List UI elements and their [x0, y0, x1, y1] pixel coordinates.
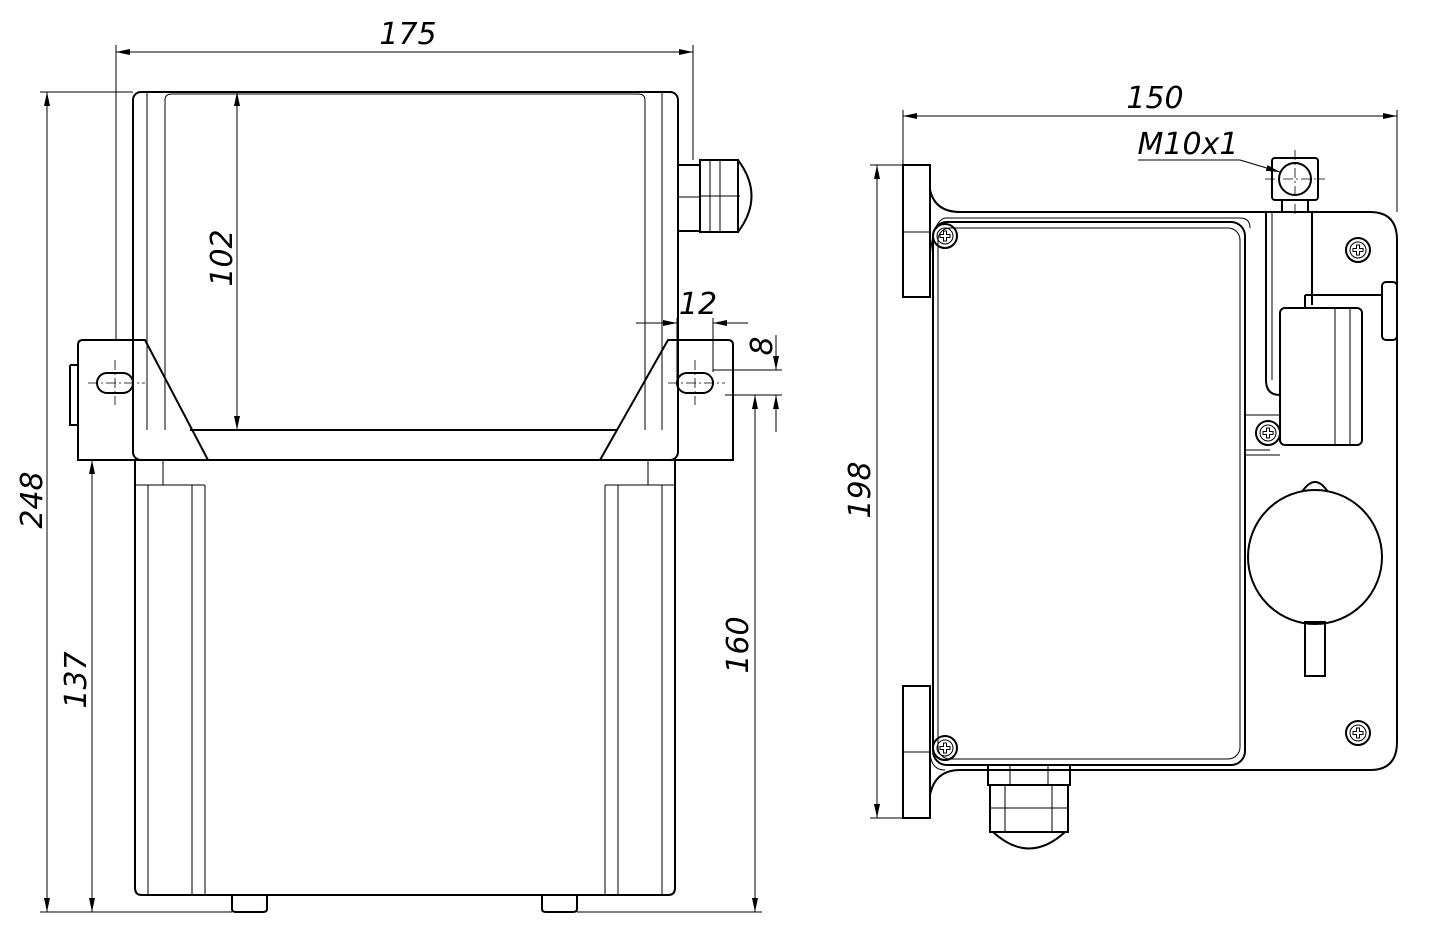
round-cap	[1247, 481, 1383, 677]
mounting-bracket	[69, 339, 734, 461]
connector-m10	[1262, 150, 1328, 215]
side-dimensions: 150 198 M10x1	[843, 81, 1398, 819]
thread-callout: M10x1	[1138, 127, 1239, 162]
dim-137: 137	[59, 651, 94, 708]
flange-top	[902, 164, 931, 298]
front-view: 175 248 137 102 160 12 8	[15, 17, 782, 913]
screw-icon	[1255, 420, 1281, 446]
cable-gland-bottom	[987, 764, 1071, 850]
dim-198: 198	[843, 461, 878, 518]
side-view: 150 198 M10x1	[843, 81, 1398, 850]
dim-160: 160	[721, 616, 756, 673]
screw-icon	[932, 735, 958, 761]
screw-icon	[932, 223, 958, 249]
dim-12: 12	[679, 287, 717, 322]
dim-175: 175	[379, 17, 436, 52]
housing-body	[960, 211, 1398, 771]
upper-housing	[132, 91, 679, 461]
dim-150: 150	[1126, 81, 1183, 116]
cable-gland-front	[677, 159, 753, 233]
lower-housing	[134, 460, 676, 913]
dim-8: 8	[745, 336, 780, 355]
dim-248: 248	[15, 471, 50, 528]
side-connector	[1279, 281, 1398, 446]
screw-icon	[1345, 720, 1371, 746]
front-dimensions: 175 248 137 102 160 12 8	[15, 17, 782, 913]
lid	[932, 221, 1246, 766]
dim-102: 102	[205, 229, 240, 286]
screw-icon	[1345, 237, 1371, 263]
